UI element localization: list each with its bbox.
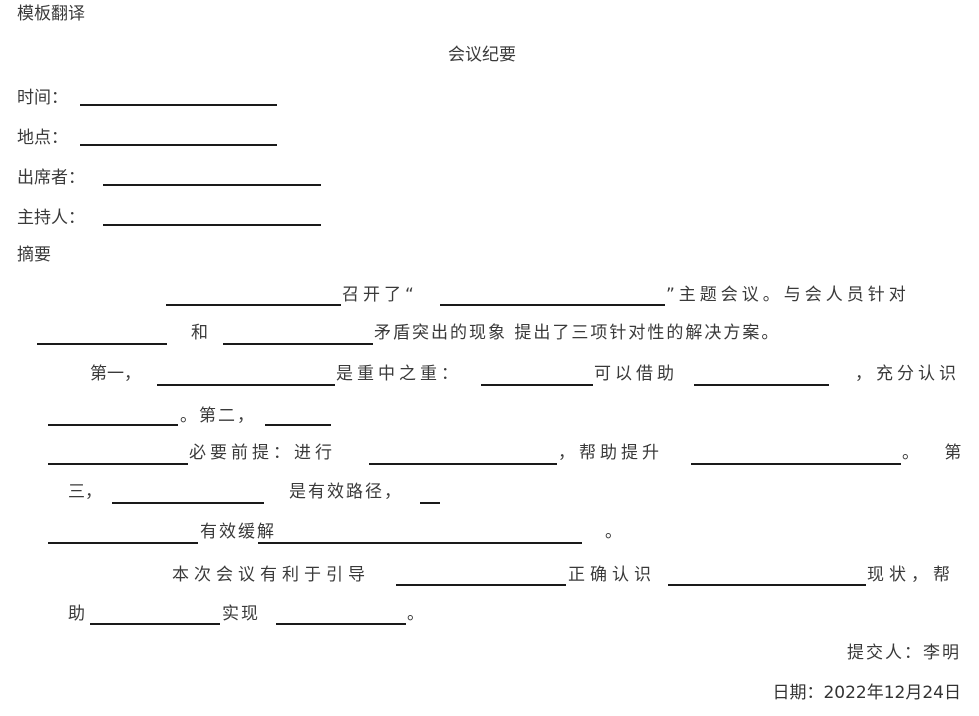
blank-improve[interactable]	[691, 463, 901, 465]
field-label-attendees: 出席者：	[17, 168, 85, 188]
blank-tool[interactable]	[694, 384, 829, 386]
p1-text-4: 矛盾突出的现象 提出了三项针对性的解决方案。	[374, 323, 781, 343]
blank-recognize[interactable]	[48, 424, 178, 426]
blank-second-a[interactable]	[265, 424, 331, 426]
p2-text-12: 。	[605, 522, 622, 542]
template-translate-label: 模板翻译	[17, 4, 85, 24]
blank-first-priority[interactable]	[157, 384, 335, 386]
blank-theme[interactable]	[440, 304, 665, 306]
p2-text-2: 是重中之重：	[336, 364, 462, 384]
p3-text-6: 。	[407, 604, 424, 624]
p2-text-10: 是有效路径，	[289, 482, 403, 502]
blank-guide[interactable]	[396, 584, 566, 586]
p2-text-3: 可以借助	[594, 364, 678, 384]
summary-heading: 摘要	[17, 245, 51, 265]
blank-action[interactable]	[369, 463, 557, 465]
submitter: 提交人：李明	[847, 643, 961, 663]
blank-issue-b[interactable]	[223, 343, 373, 345]
blank-third-b[interactable]	[420, 502, 440, 504]
field-label-host: 主持人：	[17, 208, 85, 228]
time-blank-field[interactable]	[80, 104, 277, 106]
p1-text-2: ”主题会议。与会人员针对	[666, 285, 910, 305]
blank-issue-a[interactable]	[37, 343, 167, 345]
location-blank-field[interactable]	[80, 144, 277, 146]
p2-text-6: 必要前提：进行	[189, 443, 336, 463]
blank-second-b[interactable]	[48, 463, 188, 465]
blank-organizer[interactable]	[166, 304, 341, 306]
blank-relieve-object[interactable]	[258, 542, 582, 544]
p2-text-9: 三，	[68, 482, 102, 502]
blank-help[interactable]	[90, 623, 220, 625]
p3-text-1: 本次会议有利于引导	[172, 565, 370, 585]
host-blank-field[interactable]	[103, 224, 321, 226]
p2-text-11: 有效缓解	[200, 522, 276, 542]
p2-text-5: 。第二，	[180, 406, 256, 426]
blank-achieve[interactable]	[276, 623, 406, 625]
p3-text-3: 现状，帮	[867, 565, 955, 585]
blank-means[interactable]	[481, 384, 593, 386]
p2-text-7: ，帮助提升	[558, 443, 663, 463]
date: 日期：2022年12月24日	[772, 683, 961, 703]
field-label-location: 地点：	[17, 128, 68, 148]
blank-relieve-subject[interactable]	[48, 542, 198, 544]
p2-text-8: 。 第	[902, 443, 972, 463]
p2-text-1: 第一，	[90, 364, 141, 384]
field-label-time: 时间：	[17, 88, 68, 108]
p3-text-5: 实现	[222, 604, 260, 624]
p1-text-1: 召开了“	[342, 285, 418, 305]
p3-text-4: 助	[68, 604, 85, 624]
blank-status[interactable]	[668, 584, 866, 586]
blank-third[interactable]	[112, 502, 264, 504]
p2-text-4: ，充分认识	[855, 364, 960, 384]
page-title: 会议纪要	[448, 45, 516, 65]
p3-text-2: 正确认识	[568, 565, 656, 585]
attendees-blank-field[interactable]	[103, 184, 321, 186]
p1-text-3: 和	[191, 323, 208, 343]
